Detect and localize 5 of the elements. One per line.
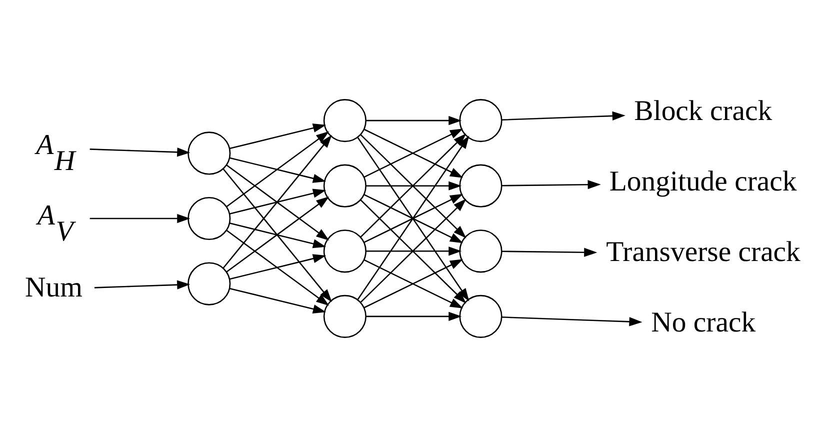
- node-text: Transverse crack: [606, 236, 800, 268]
- node-text: Num: [25, 270, 82, 303]
- node-text: Block crack: [634, 94, 772, 127]
- node-text: Longitude crack: [609, 165, 797, 198]
- node-text: No crack: [651, 306, 756, 338]
